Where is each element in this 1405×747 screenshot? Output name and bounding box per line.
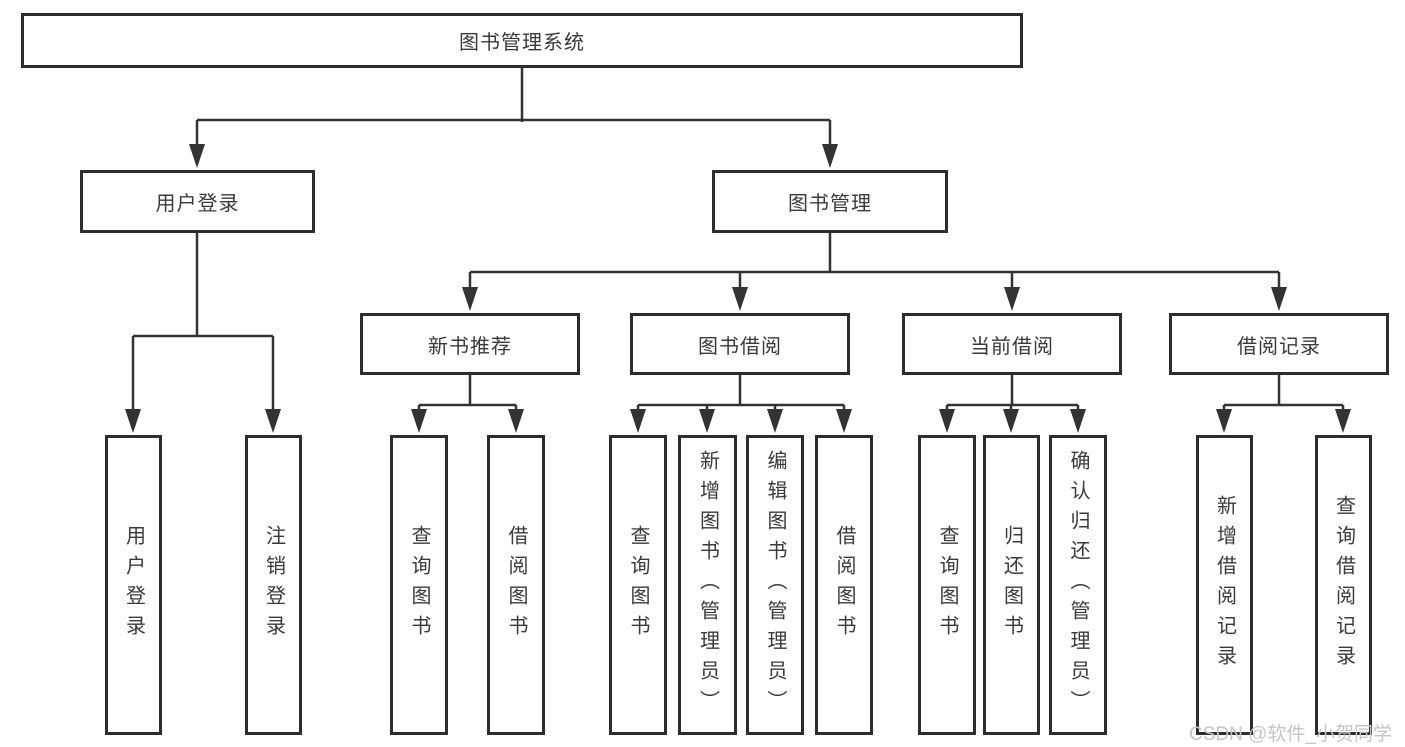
leaf-borrow-books-recommend: 借阅图书 xyxy=(487,435,545,735)
leaf-edit-book-admin: 编辑图书（管理员） xyxy=(746,435,804,735)
leaf-add-borrow-record: 新增借阅记录 xyxy=(1196,435,1253,735)
leaf-query-books-current: 查询图书 xyxy=(918,435,976,735)
leaf-user-login: 用户登录 xyxy=(105,435,162,735)
node-current-borrow: 当前借阅 xyxy=(902,313,1122,375)
leaf-confirm-return-admin: 确认归还（管理员） xyxy=(1049,435,1107,735)
node-user-login: 用户登录 xyxy=(80,170,315,233)
leaf-borrow-books: 借阅图书 xyxy=(815,435,873,735)
leaf-return-book: 归还图书 xyxy=(983,435,1040,735)
node-borrow-records: 借阅记录 xyxy=(1169,313,1389,375)
node-book-management: 图书管理 xyxy=(712,170,948,233)
leaf-logout: 注销登录 xyxy=(245,435,302,735)
leaf-query-books-recommend: 查询图书 xyxy=(390,435,448,735)
node-library-management-system: 图书管理系统 xyxy=(21,13,1023,68)
node-book-borrow: 图书借阅 xyxy=(630,313,850,375)
node-new-book-recommend: 新书推荐 xyxy=(360,313,580,375)
leaf-query-borrow-record: 查询借阅记录 xyxy=(1315,435,1372,735)
leaf-add-book-admin: 新增图书（管理员） xyxy=(678,435,737,735)
watermark: CSDN @软件_小贺同学 xyxy=(1189,724,1392,745)
leaf-query-books-borrow: 查询图书 xyxy=(609,435,667,735)
